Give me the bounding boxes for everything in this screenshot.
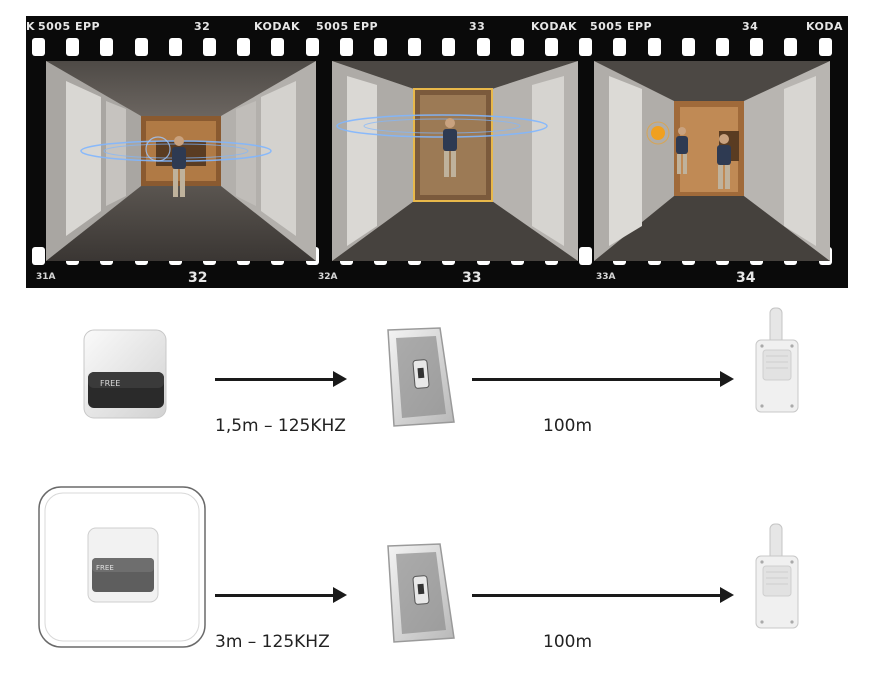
film-perforation xyxy=(66,38,80,56)
film-perforation xyxy=(579,247,593,265)
large-ceiling-reader-icon: FREE xyxy=(36,484,210,657)
range-label: 1,5m – 125KHZ xyxy=(215,416,346,436)
film-perforation xyxy=(750,38,764,56)
film-perforation xyxy=(818,38,832,56)
corridor-scene-icon xyxy=(46,61,316,261)
corridor-scene-icon xyxy=(332,61,578,261)
film-perforation xyxy=(271,38,285,56)
film-perforation xyxy=(305,38,319,56)
badge-transponder-icon xyxy=(380,542,462,651)
film-frame-number: 33 xyxy=(462,270,482,286)
frame-33 xyxy=(332,61,578,261)
short-range-arrow xyxy=(215,587,347,603)
long-range-arrow xyxy=(472,371,734,387)
film-edge-brand: KODAK xyxy=(531,20,578,33)
film-perforation xyxy=(408,38,422,56)
link-label: 100m xyxy=(543,632,593,652)
film-edge-x: K xyxy=(26,20,36,33)
range-label: 3m – 125KHZ xyxy=(215,632,330,652)
film-edge-brand: KODAK xyxy=(254,20,301,33)
film-edge-frame-number: 34 xyxy=(742,20,759,33)
frame-32 xyxy=(46,61,316,261)
film-edge-code: 31A xyxy=(36,272,56,282)
film-edge-code: 33A xyxy=(596,272,616,282)
film-perforation xyxy=(716,38,729,56)
film-edge-frame-number: 33 xyxy=(469,20,486,33)
person-icon xyxy=(172,136,186,197)
film-perforation xyxy=(784,38,798,56)
badge-transponder-icon xyxy=(380,326,462,435)
person-icon xyxy=(717,134,731,189)
person-icon xyxy=(443,118,457,177)
small-wall-reader-icon: FREE xyxy=(82,328,170,425)
film-perforation xyxy=(100,38,114,56)
corridor-scene-icon xyxy=(594,61,830,261)
film-edge-label: 5005 EPP xyxy=(590,20,653,33)
short-range-arrow xyxy=(215,371,347,387)
person-icon xyxy=(676,127,688,174)
film-perforation xyxy=(613,38,627,56)
film-perforation xyxy=(647,38,661,56)
film-perforation xyxy=(32,38,45,56)
film-perforation xyxy=(476,38,490,56)
film-perforation xyxy=(168,38,182,56)
film-edge-label: 5005 EPP xyxy=(316,20,379,33)
frame-34 xyxy=(594,61,830,261)
long-range-arrow xyxy=(472,587,734,603)
antenna-receiver-icon xyxy=(752,522,802,637)
film-perforation xyxy=(203,38,216,56)
film-perforation xyxy=(134,38,148,56)
link-label: 100m xyxy=(543,416,593,436)
film-perforation xyxy=(374,38,387,56)
film-frame-number: 34 xyxy=(736,270,756,286)
film-edge-label: 5005 EPP xyxy=(38,20,101,33)
film-perforation xyxy=(237,38,251,56)
film-perforation xyxy=(545,38,558,56)
film-frame-number: 32 xyxy=(188,270,208,286)
film-perforation xyxy=(579,38,593,56)
film-perforation xyxy=(339,38,353,56)
reader-brand: FREE xyxy=(100,379,120,388)
film-edge-frame-number: 32 xyxy=(194,20,211,33)
reader-brand: FREE xyxy=(96,564,114,572)
film-strip: K 5005 EPP 32 KODAK 5005 EPP 33 KODAK 50… xyxy=(26,16,848,288)
film-perforation xyxy=(32,247,45,265)
antenna-receiver-icon xyxy=(752,306,802,421)
film-perforation xyxy=(510,38,524,56)
film-edge-code: 32A xyxy=(318,272,338,282)
film-perforation xyxy=(681,38,695,56)
film-edge-brand: KODA xyxy=(806,20,844,33)
film-perforation xyxy=(442,38,456,56)
